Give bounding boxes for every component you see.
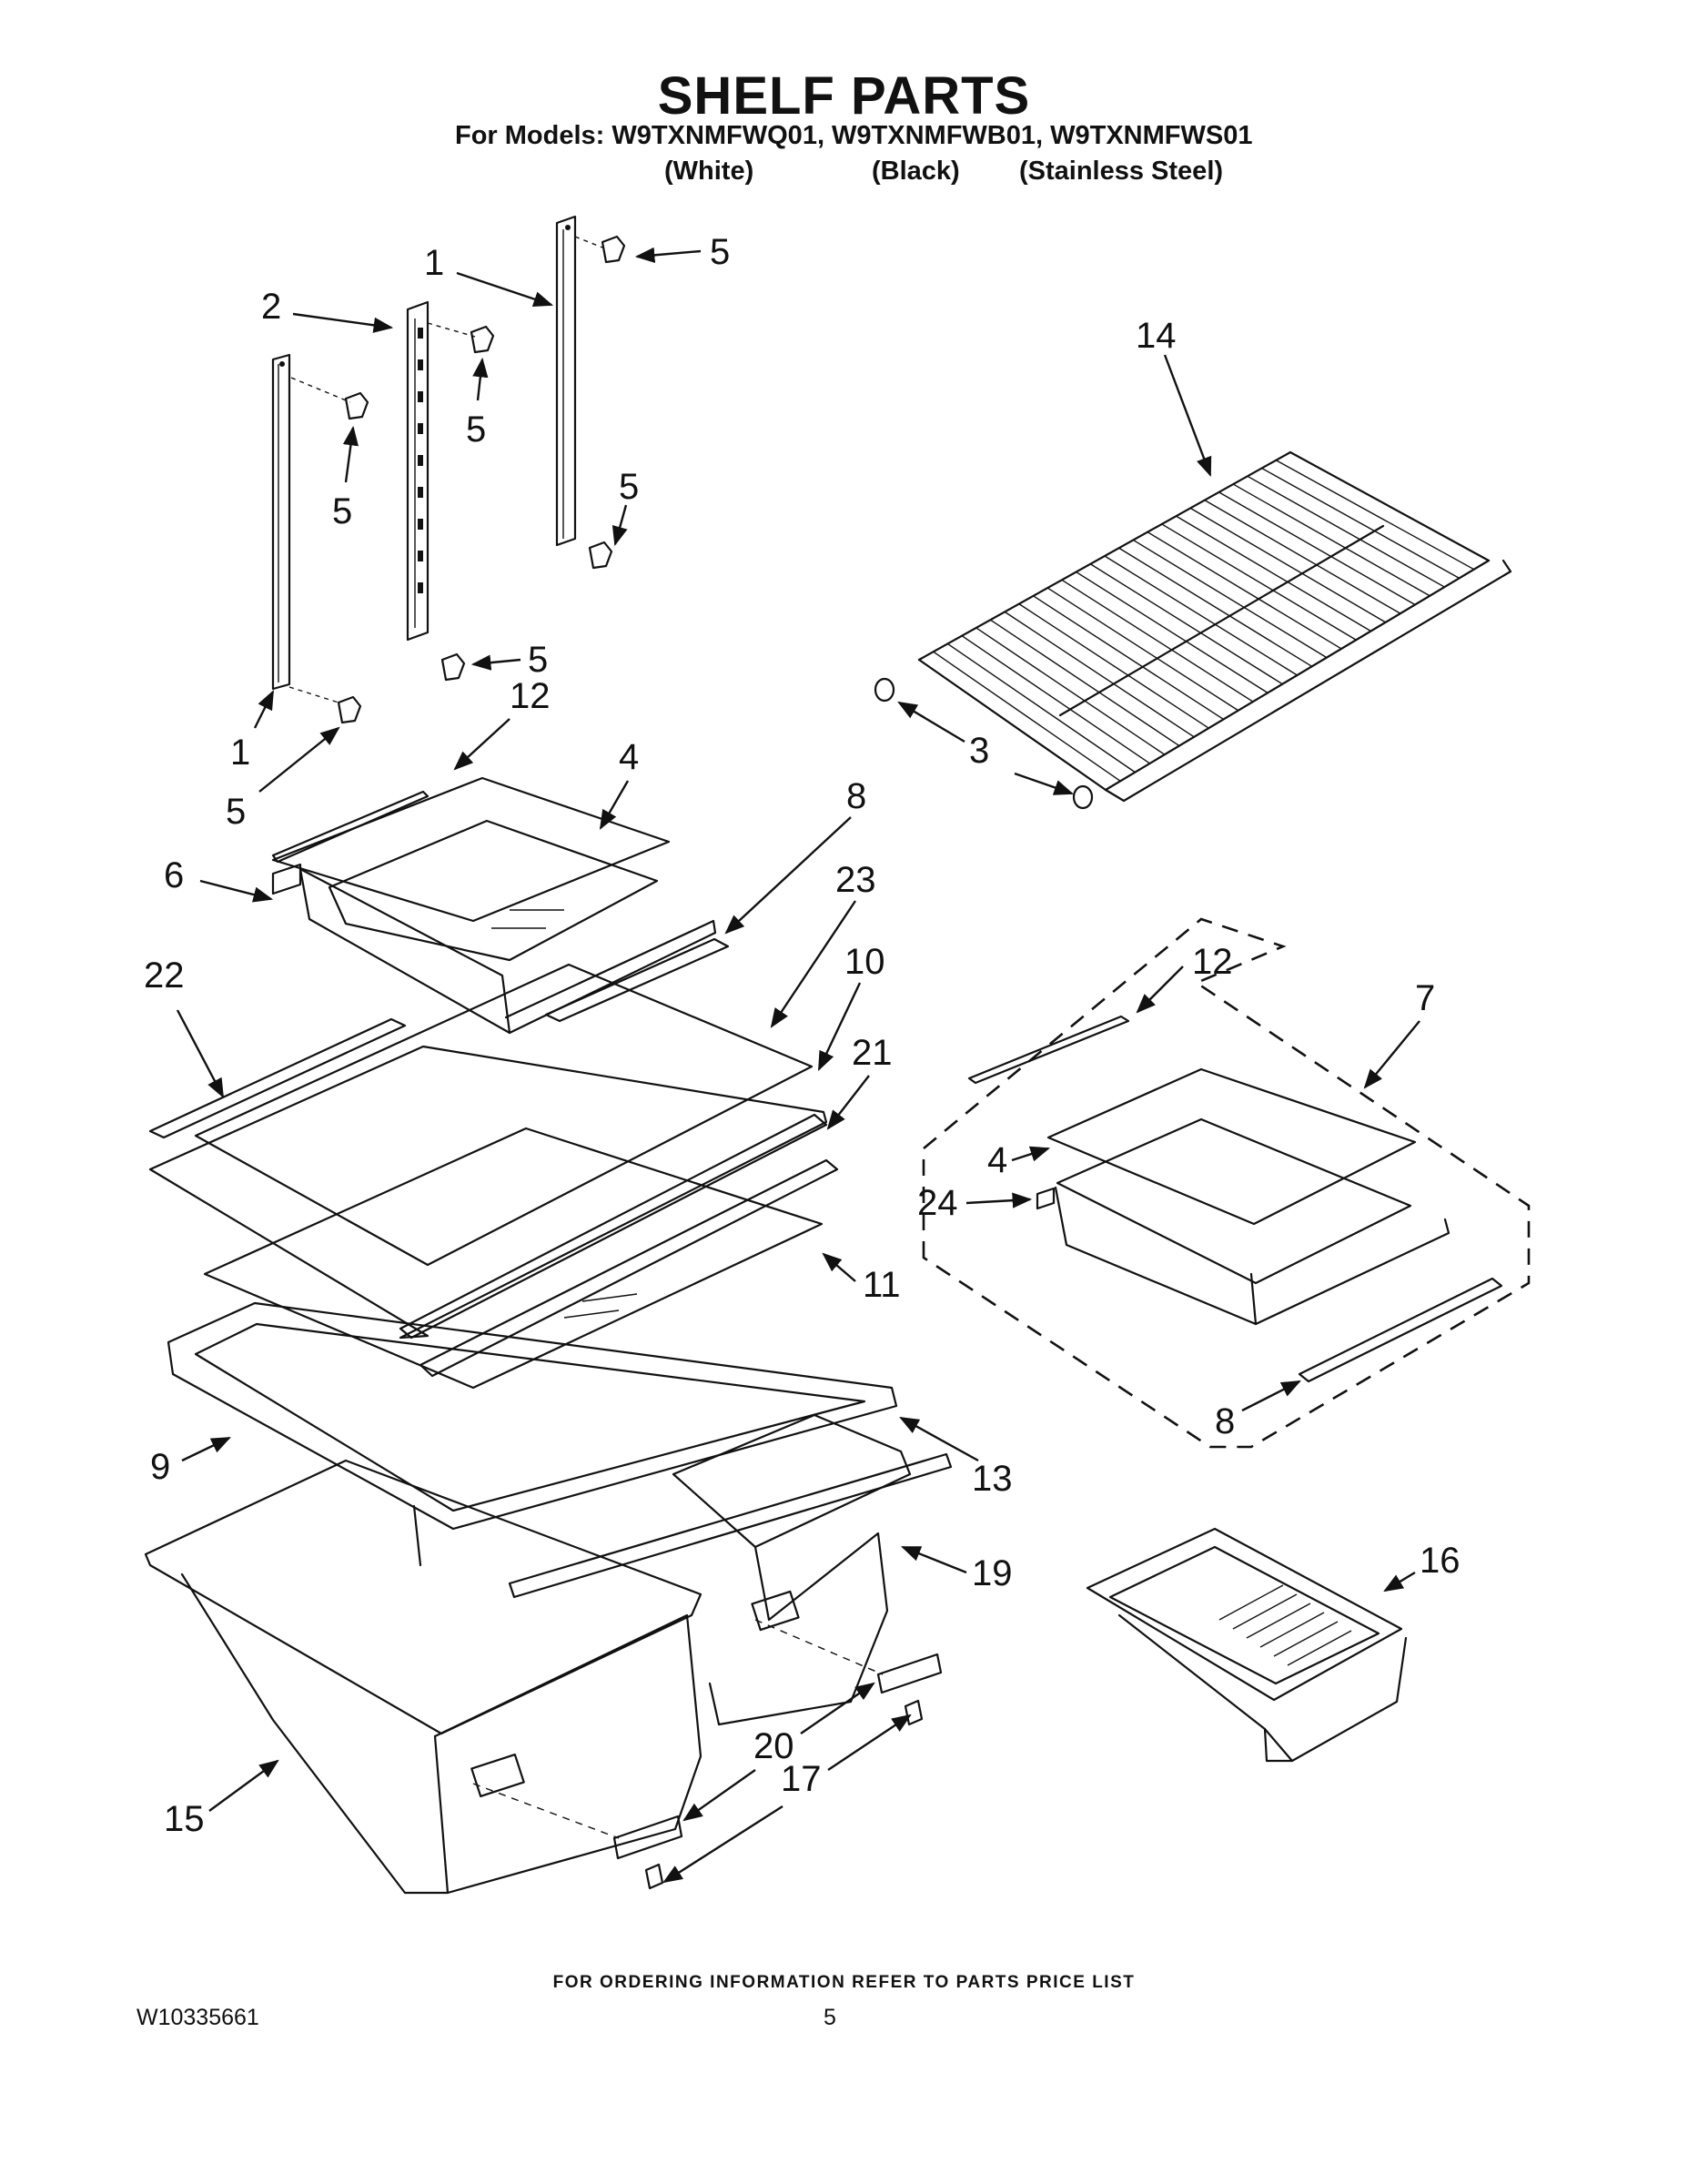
callout-5f: 5 (226, 726, 340, 832)
callout-2: 2 (261, 287, 394, 333)
crisper-drawer-right (672, 1413, 943, 1726)
shelf-rail-right (555, 215, 577, 547)
svg-text:14: 14 (1136, 316, 1177, 356)
document-number: W10335661 (136, 2005, 259, 2030)
svg-text:10: 10 (844, 942, 885, 982)
callout-23: 23 (770, 860, 876, 1028)
callout-17: 17 (662, 1714, 912, 1884)
crisper-cover-frame (167, 1301, 953, 1599)
callout-13: 13 (899, 1416, 1013, 1499)
meat-pan (1086, 1527, 1408, 1763)
glass-shelf-upper (271, 776, 730, 1035)
wire-shelf (874, 450, 1512, 810)
svg-text:5: 5 (332, 491, 352, 531)
callout-12a: 12 (453, 676, 551, 771)
callout-21: 21 (826, 1033, 893, 1130)
svg-text:8: 8 (846, 776, 866, 816)
svg-text:5: 5 (226, 792, 246, 832)
svg-text:4: 4 (619, 737, 639, 777)
callout-1a: 1 (424, 243, 554, 307)
svg-text:17: 17 (781, 1759, 822, 1799)
svg-text:3: 3 (969, 731, 989, 771)
callout-3: 3 (897, 701, 1075, 795)
callout-7: 7 (1363, 978, 1435, 1089)
svg-text:21: 21 (852, 1033, 893, 1073)
callout-5c: 5 (332, 425, 359, 531)
svg-text:1: 1 (424, 243, 444, 283)
svg-text:4: 4 (987, 1140, 1007, 1180)
callout-24: 24 (917, 1183, 1033, 1223)
svg-text:15: 15 (164, 1799, 205, 1839)
callout-1b: 1 (230, 690, 275, 773)
crisper-drawer-left (144, 1459, 702, 1895)
callout-19: 19 (900, 1545, 1013, 1593)
variant-black: (Black) (872, 157, 960, 186)
svg-text:8: 8 (1215, 1401, 1235, 1441)
shelf-rail-center (406, 300, 430, 642)
callout-12b: 12 (1136, 942, 1233, 1014)
callout-20: 20 (682, 1682, 875, 1822)
svg-text:12: 12 (510, 676, 551, 716)
variant-stainless: (Stainless Steel) (1019, 157, 1224, 186)
svg-text:6: 6 (164, 855, 184, 895)
svg-text:11: 11 (863, 1265, 901, 1305)
models-line: For Models: W9TXNMFWQ01, W9TXNMFWB01, W9… (455, 121, 1253, 150)
callout-15: 15 (164, 1759, 279, 1839)
page-title: SHELF PARTS (657, 66, 1031, 126)
callout-4a: 4 (599, 737, 639, 830)
svg-text:5: 5 (528, 640, 548, 680)
screws (288, 235, 626, 724)
callout-5b: 5 (466, 357, 489, 450)
callout-8b: 8 (1215, 1380, 1301, 1441)
callout-4b: 4 (987, 1140, 1051, 1180)
svg-text:19: 19 (972, 1553, 1013, 1593)
svg-text:2: 2 (261, 287, 281, 327)
callout-text: 5 (710, 232, 730, 272)
deli-assembly-outline (922, 917, 1531, 1449)
svg-text:9: 9 (150, 1447, 170, 1487)
svg-text:22: 22 (144, 956, 185, 996)
svg-text:5: 5 (619, 467, 639, 507)
callout-8a: 8 (724, 776, 866, 935)
svg-text:20: 20 (753, 1726, 794, 1766)
callout-5a: 5 (634, 232, 730, 272)
svg-text:13: 13 (972, 1459, 1013, 1499)
callout-14: 14 (1136, 316, 1212, 478)
svg-text:24: 24 (917, 1183, 958, 1223)
callout-5e: 5 (470, 640, 548, 680)
page-number: 5 (824, 2005, 836, 2030)
callout-9: 9 (150, 1436, 231, 1487)
ordering-info: FOR ORDERING INFORMATION REFER TO PARTS … (552, 1973, 1136, 1992)
callout-11: 11 (822, 1252, 901, 1305)
deli-shelf (967, 1015, 1503, 1383)
callout-6: 6 (164, 855, 274, 903)
svg-text:12: 12 (1192, 942, 1233, 982)
svg-text:5: 5 (466, 410, 486, 450)
callout-5d: 5 (612, 467, 639, 547)
variant-white: (White) (664, 157, 754, 186)
svg-text:7: 7 (1415, 978, 1435, 1018)
svg-text:23: 23 (835, 860, 876, 900)
svg-text:16: 16 (1420, 1541, 1461, 1581)
callout-10: 10 (817, 942, 885, 1071)
callout-22: 22 (144, 956, 225, 1098)
glass-shelf-main (148, 963, 839, 1390)
svg-text:1: 1 (230, 733, 250, 773)
shelf-rail-left (271, 353, 291, 691)
callout-16: 16 (1383, 1541, 1461, 1592)
